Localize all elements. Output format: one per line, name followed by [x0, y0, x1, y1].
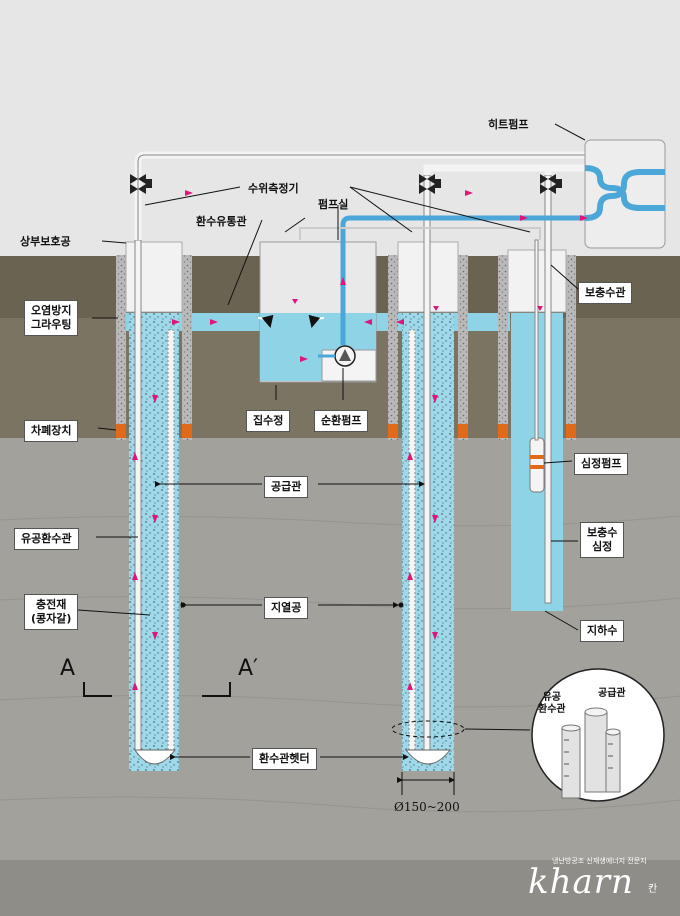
- circulation-pump-label: 순환펌프: [314, 410, 369, 432]
- well2-supply-pipe: [423, 174, 431, 751]
- submersible-pump-label: 심정펌프: [574, 453, 629, 475]
- groundwater-label: 지하수: [580, 620, 625, 642]
- well1-shutoff-left: [116, 424, 126, 438]
- kharn-logo-suffix: 칸: [648, 884, 658, 895]
- diameter-label: Ø150~200: [394, 800, 460, 814]
- flow-arrows: [132, 190, 588, 690]
- well3-shutoff-left: [498, 424, 508, 438]
- heat-pump-label: 히트펌프: [488, 118, 529, 131]
- section-a-prime-label: A′: [238, 656, 259, 681]
- well3-grout-left: [498, 255, 508, 440]
- inset-marker-ellipse: [391, 720, 465, 738]
- inset-return-label: 유공 환수관: [538, 692, 566, 715]
- return-header-label: 환수관헷터: [252, 748, 317, 770]
- deep-layer: [0, 860, 680, 916]
- return-pipe-channel-label: 환수유통관: [196, 215, 247, 228]
- well1-grout-left: [116, 255, 126, 440]
- makeup-pipe-label: 보충수관: [578, 282, 633, 304]
- geothermal-hole-label: 지열공: [264, 597, 309, 619]
- section-a-label: A: [60, 656, 76, 681]
- well2-shutoff-left: [388, 424, 398, 438]
- top-protection-label: 상부보호공: [20, 235, 71, 248]
- valve-icons: [130, 174, 562, 194]
- makeup-pipe: [544, 174, 552, 604]
- well1-supply-pipe: [134, 239, 142, 751]
- perforated-return-pipe-label: 유공환수관: [14, 528, 79, 550]
- well1-shutoff-right: [182, 424, 192, 438]
- inset-pipes: [561, 707, 621, 799]
- pump-room-label: 펌프실: [318, 198, 349, 211]
- well1-return-pipe: [167, 329, 175, 751]
- submersible-cable: [534, 239, 539, 441]
- sump-label: 집수정: [246, 410, 291, 432]
- well2-grout-left: [388, 255, 398, 440]
- inset-supply-label: 공급관: [598, 688, 626, 699]
- well3-shutoff-right: [566, 424, 576, 438]
- filler-label: 충전재 (콩자갈): [24, 594, 79, 630]
- logo-tagline: 냉난방공조 신재생에너지 전문지: [552, 857, 647, 865]
- supply-pipe-label: 공급관: [264, 476, 309, 498]
- kharn-logo: kharn: [528, 862, 634, 902]
- makeup-well-label: 보충수 심정: [580, 522, 625, 558]
- water-level-gauge-label: 수위측정기: [248, 182, 299, 195]
- well2-grout-right: [458, 255, 468, 440]
- grouting-label: 오염방지 그라우팅: [24, 300, 79, 336]
- circulation-feed-pipe: [340, 215, 585, 345]
- well3-grout-right: [566, 255, 576, 440]
- well2-return-header: [404, 749, 452, 765]
- well1-casing: [125, 241, 183, 313]
- well1-return-header: [134, 749, 177, 765]
- shutoff-device-label: 차폐장치: [24, 420, 79, 442]
- well2-shutoff-right: [458, 424, 468, 438]
- well1-grout-right: [182, 255, 192, 440]
- section-marks: [83, 682, 231, 697]
